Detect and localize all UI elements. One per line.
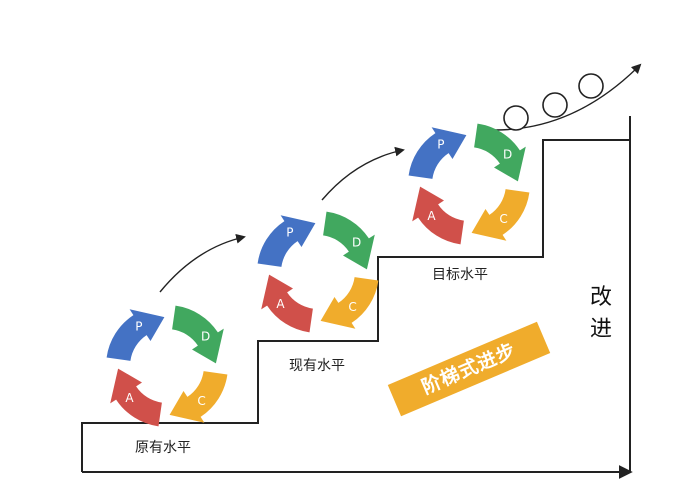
ball-3 bbox=[578, 73, 604, 99]
do-arrow bbox=[323, 211, 375, 270]
act-letter: A bbox=[427, 209, 436, 223]
label-target-level: 目标水平 bbox=[432, 267, 488, 283]
plan-letter: P bbox=[135, 319, 142, 333]
check-letter: C bbox=[348, 300, 356, 314]
act-arrow bbox=[412, 186, 464, 245]
plan-letter: P bbox=[437, 137, 444, 151]
plan-arrow bbox=[257, 215, 316, 267]
label-current-level: 现有水平 bbox=[289, 358, 345, 374]
check-arrow bbox=[169, 371, 228, 423]
label-improve: 改 进 bbox=[586, 282, 616, 346]
pdca-cycle-original: P D C A bbox=[106, 305, 228, 427]
check-letter: C bbox=[197, 394, 205, 408]
ball-1 bbox=[503, 105, 529, 131]
act-arrow bbox=[261, 274, 313, 333]
do-letter: D bbox=[201, 329, 210, 343]
do-arrow bbox=[474, 123, 526, 182]
plan-arrow bbox=[106, 309, 165, 361]
pdca-cycle-current: P D C A bbox=[257, 211, 379, 333]
do-arrow bbox=[172, 305, 224, 364]
plan-letter: P bbox=[286, 225, 293, 239]
pdca-cycle-target: P D C A bbox=[408, 123, 530, 245]
label-improve-char-2: 进 bbox=[589, 317, 612, 342]
progress-arrow-2 bbox=[321, 146, 405, 201]
do-letter: D bbox=[503, 147, 512, 161]
check-arrow bbox=[320, 277, 379, 329]
act-letter: A bbox=[276, 297, 285, 311]
staircase-line bbox=[81, 139, 630, 472]
label-improve-char-1: 改 bbox=[589, 285, 612, 310]
label-original-level: 原有水平 bbox=[135, 440, 191, 456]
plan-arrow bbox=[408, 127, 467, 179]
act-arrow bbox=[110, 368, 162, 427]
check-letter: C bbox=[499, 212, 507, 226]
act-letter: A bbox=[125, 391, 134, 405]
ball-2 bbox=[542, 92, 568, 118]
do-letter: D bbox=[352, 235, 361, 249]
check-arrow bbox=[471, 189, 530, 241]
progress-arrow-1 bbox=[159, 233, 246, 293]
